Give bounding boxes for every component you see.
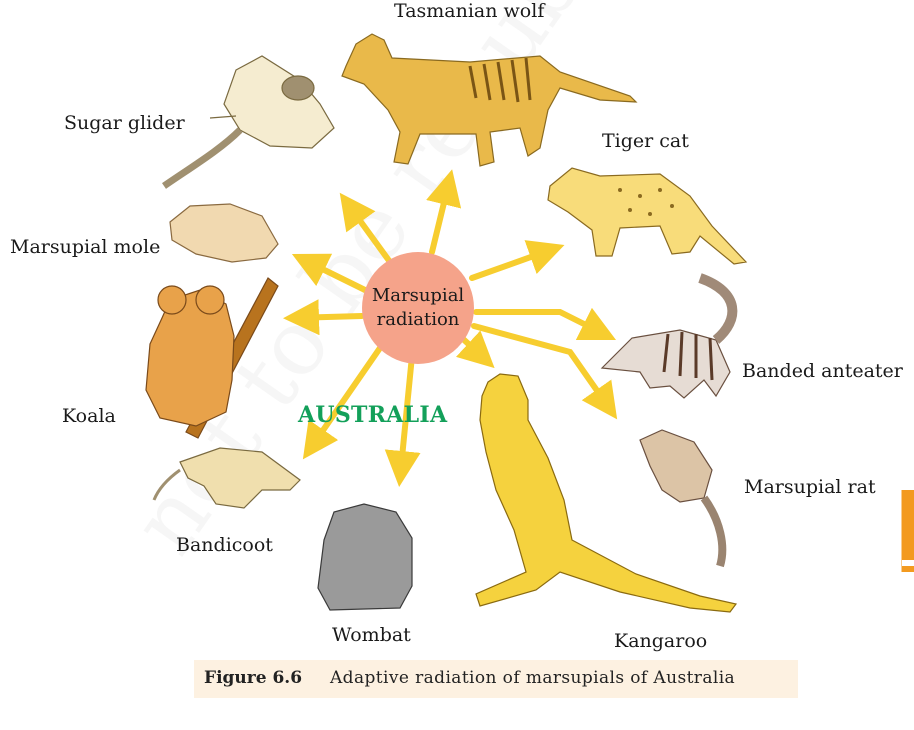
center-label-line2: radiation [376,309,460,330]
arrow-sugar-glider [339,192,393,265]
side-tab-notch [902,560,914,566]
label-marsupial-rat: Marsupial rat [744,476,876,498]
arrow-marsupial-mole [291,253,368,293]
arrow-bandicoot [302,345,383,460]
label-tasmanian-wolf: Tasmanian wolf [394,0,545,22]
label-tiger-cat: Tiger cat [602,130,689,152]
arrow-tasmanian-wolf [426,169,462,255]
wombat-illustration [317,503,413,611]
marsupial-rat-illustration [639,429,727,568]
marsupial-radiation-circle [362,252,474,364]
caption-box [194,660,798,698]
center-label-line1: Marsupial [371,285,465,306]
side-tab-marker [902,490,914,572]
figure-number: Figure 6.6 [204,668,303,688]
kangaroo-illustration [475,373,738,613]
banded-anteater-illustration [600,273,738,399]
label-marsupial-mole: Marsupial mole [10,236,161,258]
arrow-wombat [384,353,421,487]
label-banded-anteater: Banded anteater [742,360,903,382]
arrow-marsupial-rat [471,323,618,420]
radiation-arrows [283,169,618,487]
arrow-koala [283,299,365,336]
arrow-tiger-cat [469,240,565,281]
tasmanian-wolf-illustration [341,33,638,167]
label-koala: Koala [62,405,116,427]
label-kangaroo: Kangaroo [614,630,708,652]
arrow-banded-anteater [473,307,617,341]
label-wombat: Wombat [332,624,411,646]
label-sugar-glider: Sugar glider [64,112,185,134]
tiger-cat-illustration [547,167,748,265]
figure-caption: Adaptive radiation of marsupials of Aust… [330,668,736,688]
koala-illustration [145,277,279,439]
region-label: AUSTRALIA [298,402,448,428]
arrow-kangaroo [455,330,495,369]
marsupial-mole-illustration [169,203,279,263]
center-label: Marsupial radiation [362,284,474,332]
label-bandicoot: Bandicoot [176,534,273,556]
sugar-glider-illustration [162,55,335,189]
bandicoot-illustration [152,447,301,509]
